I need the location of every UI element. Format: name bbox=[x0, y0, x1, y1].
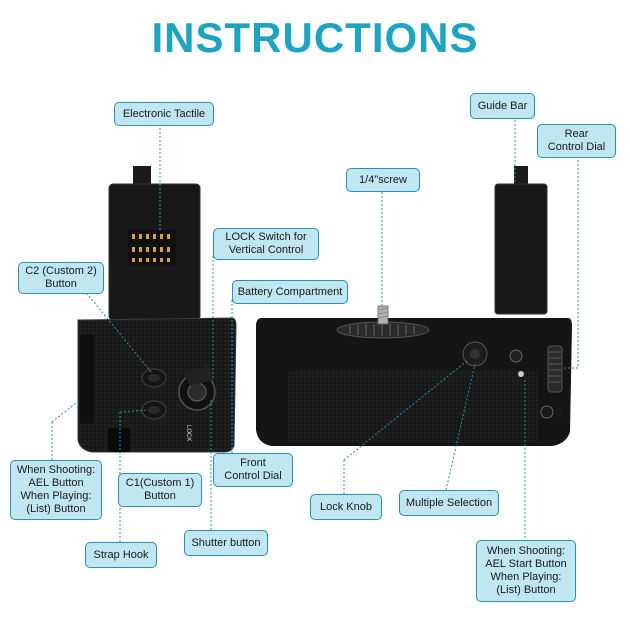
leader-lines bbox=[51, 120, 579, 542]
label-front-control-dial: Front Control Dial bbox=[213, 453, 293, 487]
label-guide-bar: Guide Bar bbox=[470, 93, 535, 119]
label-electronic-tactile: Electronic Tactile bbox=[114, 102, 214, 126]
label-strap-hook: Strap Hook bbox=[85, 542, 157, 568]
lock-text-mark: LOCK bbox=[185, 425, 191, 441]
label-rear-control-dial: Rear Control Dial bbox=[537, 124, 616, 158]
label-battery-compartment: Battery Compartment bbox=[232, 280, 348, 304]
vertical-grip: LOCK bbox=[77, 166, 237, 453]
label-lock-knob: Lock Knob bbox=[310, 494, 382, 520]
label-c1-button: C1(Custom 1) Button bbox=[118, 473, 202, 507]
label-multiple-selection: Multiple Selection bbox=[399, 490, 499, 516]
main-grip bbox=[256, 166, 572, 446]
label-screw: 1/4"screw bbox=[346, 168, 420, 192]
label-lock-switch: LOCK Switch for Vertical Control bbox=[213, 228, 319, 260]
page-title: INSTRUCTIONS bbox=[151, 14, 479, 61]
electronic-tactile-contacts bbox=[128, 230, 176, 265]
label-shutter-button: Shutter button bbox=[184, 530, 268, 556]
label-c2-button: C2 (Custom 2) Button bbox=[18, 262, 104, 294]
label-when-shooting-ael: When Shooting: AEL Button When Playing: … bbox=[10, 460, 102, 520]
label-when-shooting-ael-start: When Shooting: AEL Start Button When Pla… bbox=[476, 540, 576, 602]
